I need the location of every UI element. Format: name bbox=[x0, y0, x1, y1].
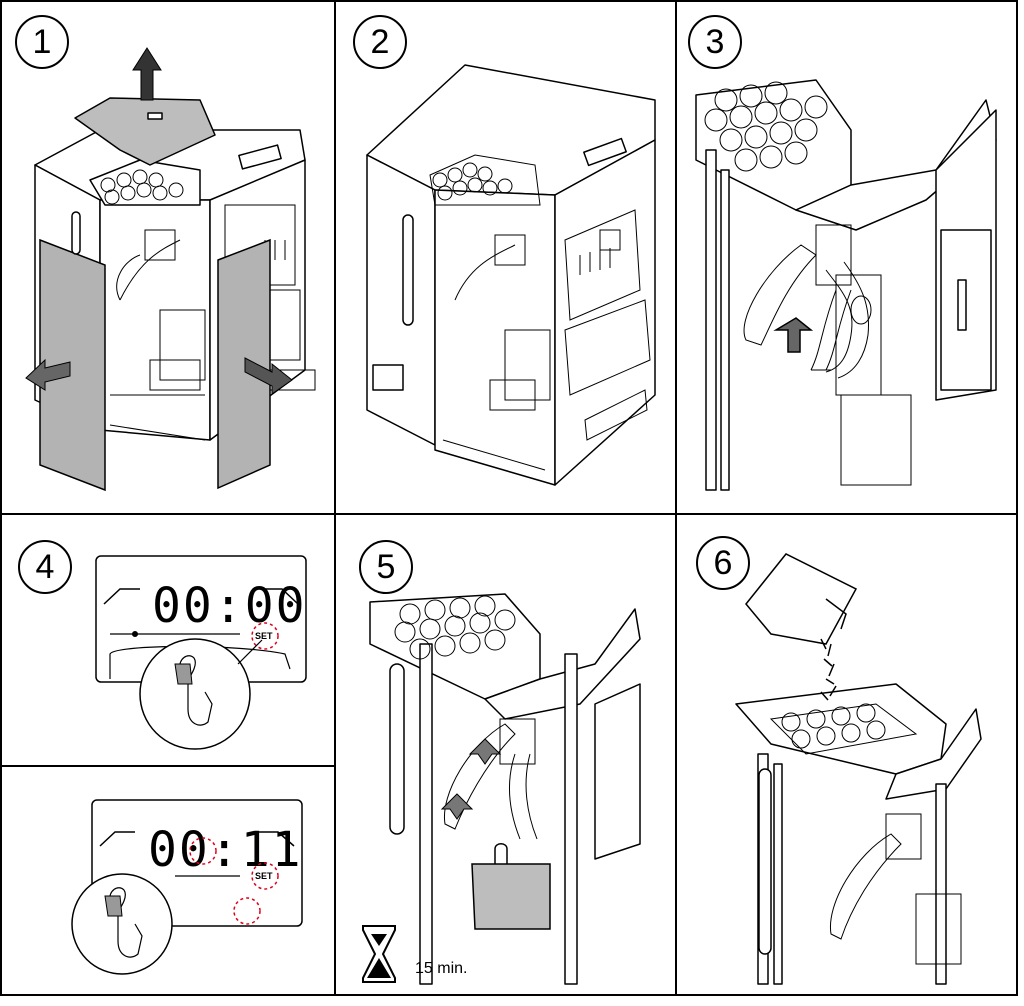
pellet-pour-illustration bbox=[735, 553, 982, 985]
panel-step-1: 1 bbox=[0, 0, 335, 514]
wrench-hand-icon-2 bbox=[71, 873, 173, 975]
step-number-6: 6 bbox=[696, 536, 750, 590]
panel-step-5: 5 bbox=[335, 514, 676, 995]
arrow-right-icon bbox=[244, 357, 293, 395]
display-time-initial: 00:00 bbox=[152, 578, 307, 634]
arrow-up-icon bbox=[132, 47, 162, 101]
hourglass-icon bbox=[362, 925, 396, 983]
panel-step-4: 4 00:00 SET bbox=[0, 514, 335, 766]
display-time-set-illustration: 00:11 SET bbox=[71, 799, 303, 975]
feeder-detail-illustration bbox=[695, 79, 997, 491]
arrow-left-icon bbox=[25, 358, 71, 391]
step-number-3: 3 bbox=[688, 15, 742, 69]
panel-step-4-continued: 00:11 SET bbox=[0, 766, 335, 995]
boiler-open-illustration bbox=[25, 47, 316, 492]
panel-step-2: 2 bbox=[335, 0, 676, 514]
step-number-1: 1 bbox=[15, 15, 69, 69]
display-time-after: 00:11 bbox=[148, 822, 303, 878]
panel-step-6: 6 bbox=[676, 514, 1017, 995]
display-set-illustration: 00:00 SET bbox=[95, 555, 307, 750]
wait-duration-label: 15 min. bbox=[415, 960, 468, 977]
svg-text:SET: SET bbox=[255, 871, 273, 881]
set-button-flash-icon: SET bbox=[251, 622, 279, 650]
wrench-hand-icon bbox=[139, 638, 263, 750]
step-number-4: 4 bbox=[18, 540, 72, 594]
step-number-5: 5 bbox=[359, 540, 413, 594]
svg-text:SET: SET bbox=[255, 631, 273, 641]
boiler-front-open-illustration bbox=[366, 64, 656, 486]
set-button-flash-icon-2: SET bbox=[251, 862, 279, 890]
feeder-bag-illustration bbox=[362, 593, 641, 985]
step-number-2: 2 bbox=[353, 15, 407, 69]
panel-step-3: 3 bbox=[676, 0, 1017, 514]
